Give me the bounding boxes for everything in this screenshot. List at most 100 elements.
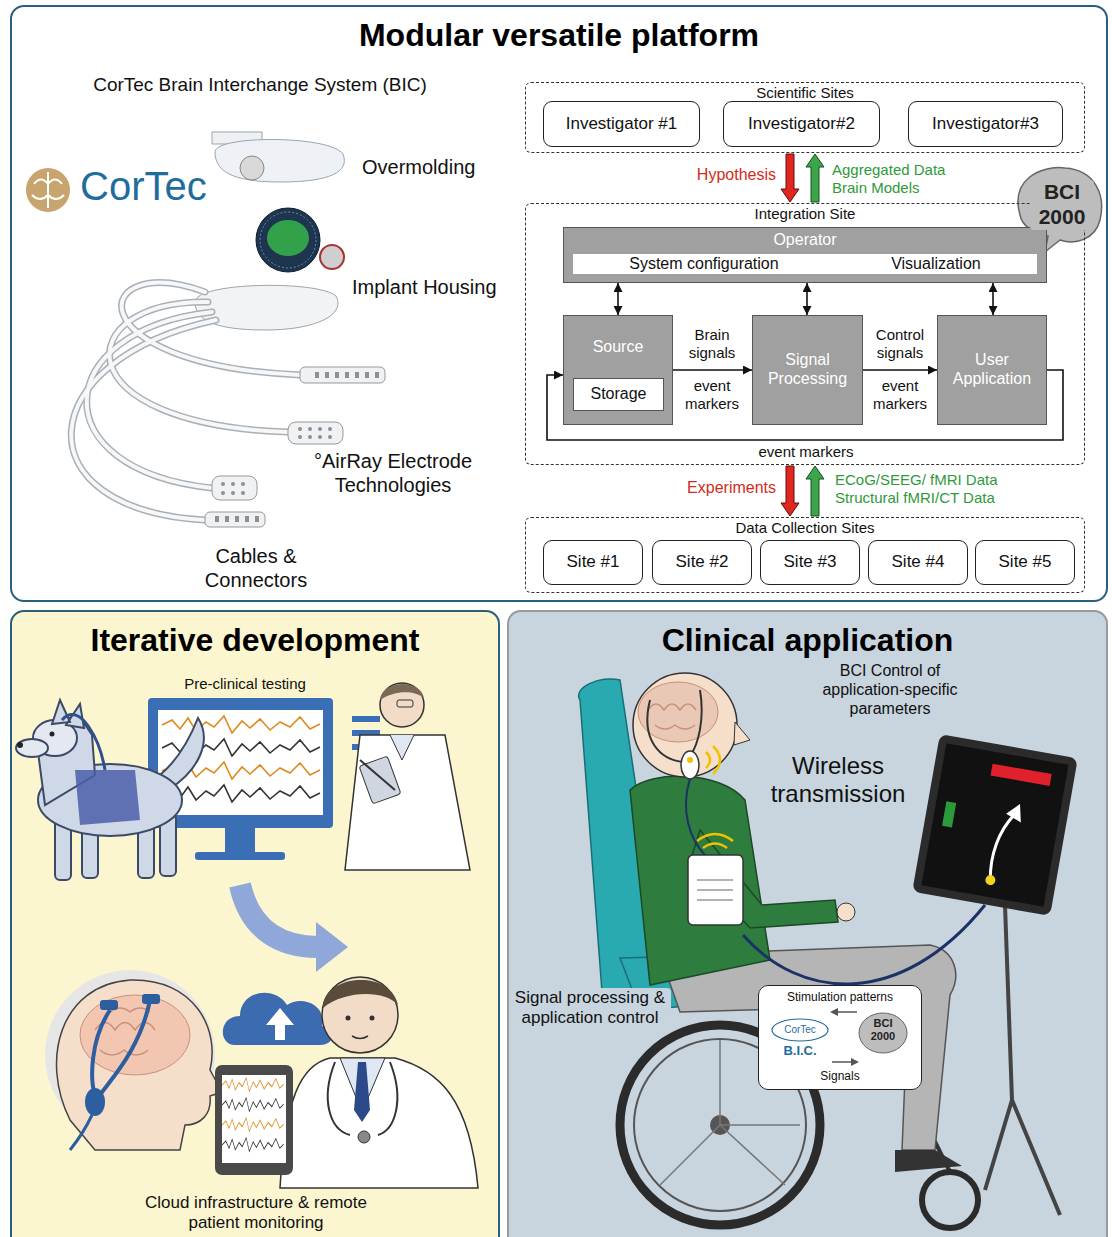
illustration-part	[380, 684, 424, 700]
illustration-part	[360, 760, 395, 790]
illustration-part	[71, 320, 216, 520]
illustration-part	[358, 1131, 370, 1143]
illustration-part	[92, 1000, 150, 1095]
illustration-part	[318, 435, 322, 439]
cloud-icon	[223, 993, 332, 1045]
box-label: Stimulation patterns	[787, 990, 893, 1004]
illustration-part	[142, 994, 160, 1004]
illustration-part	[215, 139, 344, 182]
illustration-part	[50, 732, 55, 737]
box-label: Investigator#2	[748, 114, 855, 134]
caption-note-holder: Wireless transmission	[753, 752, 923, 809]
illustration-part	[335, 372, 339, 378]
module-box: User Application	[937, 315, 1047, 425]
edge-label-holder: Aggregated Data Brain Models	[832, 161, 972, 196]
illustration-part	[87, 312, 212, 488]
edge-label: Hypothesis	[666, 166, 776, 185]
stim-box-ground	[758, 985, 922, 1090]
illustration-part	[241, 482, 245, 486]
illustration-part	[507, 610, 1108, 1237]
illustration-part	[75, 770, 140, 825]
illustration-part	[758, 985, 922, 1090]
illustration-part	[912, 734, 1078, 916]
illustration-part	[162, 716, 320, 733]
illustration-part	[315, 372, 379, 378]
illustration-part	[743, 905, 985, 984]
illustration-part	[231, 491, 235, 495]
box-label: Storage	[590, 385, 646, 404]
edge-label-holder: ECoG/SEEG/ fMRI Data Structural fMRI/CT …	[835, 471, 1040, 506]
illustration-part	[688, 855, 743, 925]
logo-text-holder: CorTec	[80, 163, 230, 210]
illustration-part	[837, 903, 855, 921]
panel-title: Modular versatile platform	[12, 17, 1106, 55]
signal-name-holder: event markers	[862, 377, 938, 412]
patient-drawing	[630, 673, 985, 1172]
wheelchair-drawing	[579, 679, 978, 1228]
storage-box: Storage	[573, 378, 664, 411]
edge-label: ECoG/SEEG/ fMRI Data Structural fMRI/CT …	[835, 471, 1040, 506]
logo-text-holder: B.I.C.	[775, 1043, 825, 1058]
box-label: Signal Processing	[753, 351, 862, 389]
logo-text: B.I.C.	[775, 1043, 825, 1058]
illustration-part	[942, 801, 956, 827]
illustration-part	[921, 743, 1068, 906]
illustration-part	[352, 1036, 368, 1039]
illustration-part	[365, 372, 369, 378]
illustration-part	[354, 1062, 370, 1122]
illustration-part	[205, 512, 265, 527]
illustration-part	[922, 1172, 978, 1228]
caption-note: Signal processing & application control	[509, 988, 671, 1028]
caption-note-holder: BCI Control of application-specific para…	[800, 662, 980, 719]
logo-text-holder: BCI 2000	[865, 1017, 901, 1043]
data-flow-arrow	[806, 466, 824, 516]
logo-text-holder: CorTec	[775, 1024, 825, 1036]
illustration-part	[162, 785, 320, 802]
illustration-part	[240, 885, 318, 947]
part-name-holder: Implant Housing	[352, 276, 512, 300]
illustration-part	[225, 516, 229, 522]
tablet-screen	[912, 734, 1078, 1215]
box-label: Operator	[564, 231, 1046, 250]
illustration-part	[323, 980, 398, 1008]
illustration-part	[345, 372, 349, 378]
box-label: Investigator#3	[932, 114, 1039, 134]
illustration-part	[991, 764, 1052, 786]
illustration-part	[328, 1062, 398, 1135]
illustration-part	[686, 779, 705, 855]
illustration-part	[375, 372, 379, 378]
illustration-part	[985, 874, 997, 886]
illustration-part	[221, 491, 225, 495]
connector	[673, 369, 752, 371]
illustration-part	[706, 746, 720, 774]
illustration-part	[830, 1008, 838, 1016]
logo-text-holder: BCI 2000	[1030, 180, 1094, 230]
illustration-part	[17, 742, 23, 748]
illustration-part	[57, 980, 223, 1150]
illustration-part	[71, 283, 300, 520]
illustration-part	[320, 245, 344, 269]
panel-title: Clinical application	[509, 622, 1106, 660]
part-name: Cables & Connectors	[191, 545, 321, 592]
illustration-part	[638, 682, 718, 742]
illustration-part	[212, 476, 257, 500]
edge-label-holder: Control signals	[862, 326, 938, 361]
connector	[992, 283, 994, 315]
signal-name-holder: event markers	[674, 377, 750, 412]
illustration-part	[772, 1019, 828, 1041]
box-label: Data Collection Sites	[526, 519, 1084, 537]
illustration-part	[318, 427, 322, 431]
illustration-part	[10, 5, 1108, 602]
illustration-part	[26, 168, 70, 212]
data-flow-arrow	[806, 154, 824, 202]
illustration-part	[851, 1058, 859, 1066]
illustration-part	[85, 1088, 105, 1116]
illustration-part	[266, 1008, 294, 1040]
box-label: Scientific Sites	[526, 84, 1084, 102]
illustration-part	[300, 367, 385, 383]
site-box: Site #3	[760, 540, 860, 585]
illustration-part	[71, 283, 300, 520]
illustration-part	[231, 482, 235, 486]
box-label: Site #3	[784, 552, 837, 572]
